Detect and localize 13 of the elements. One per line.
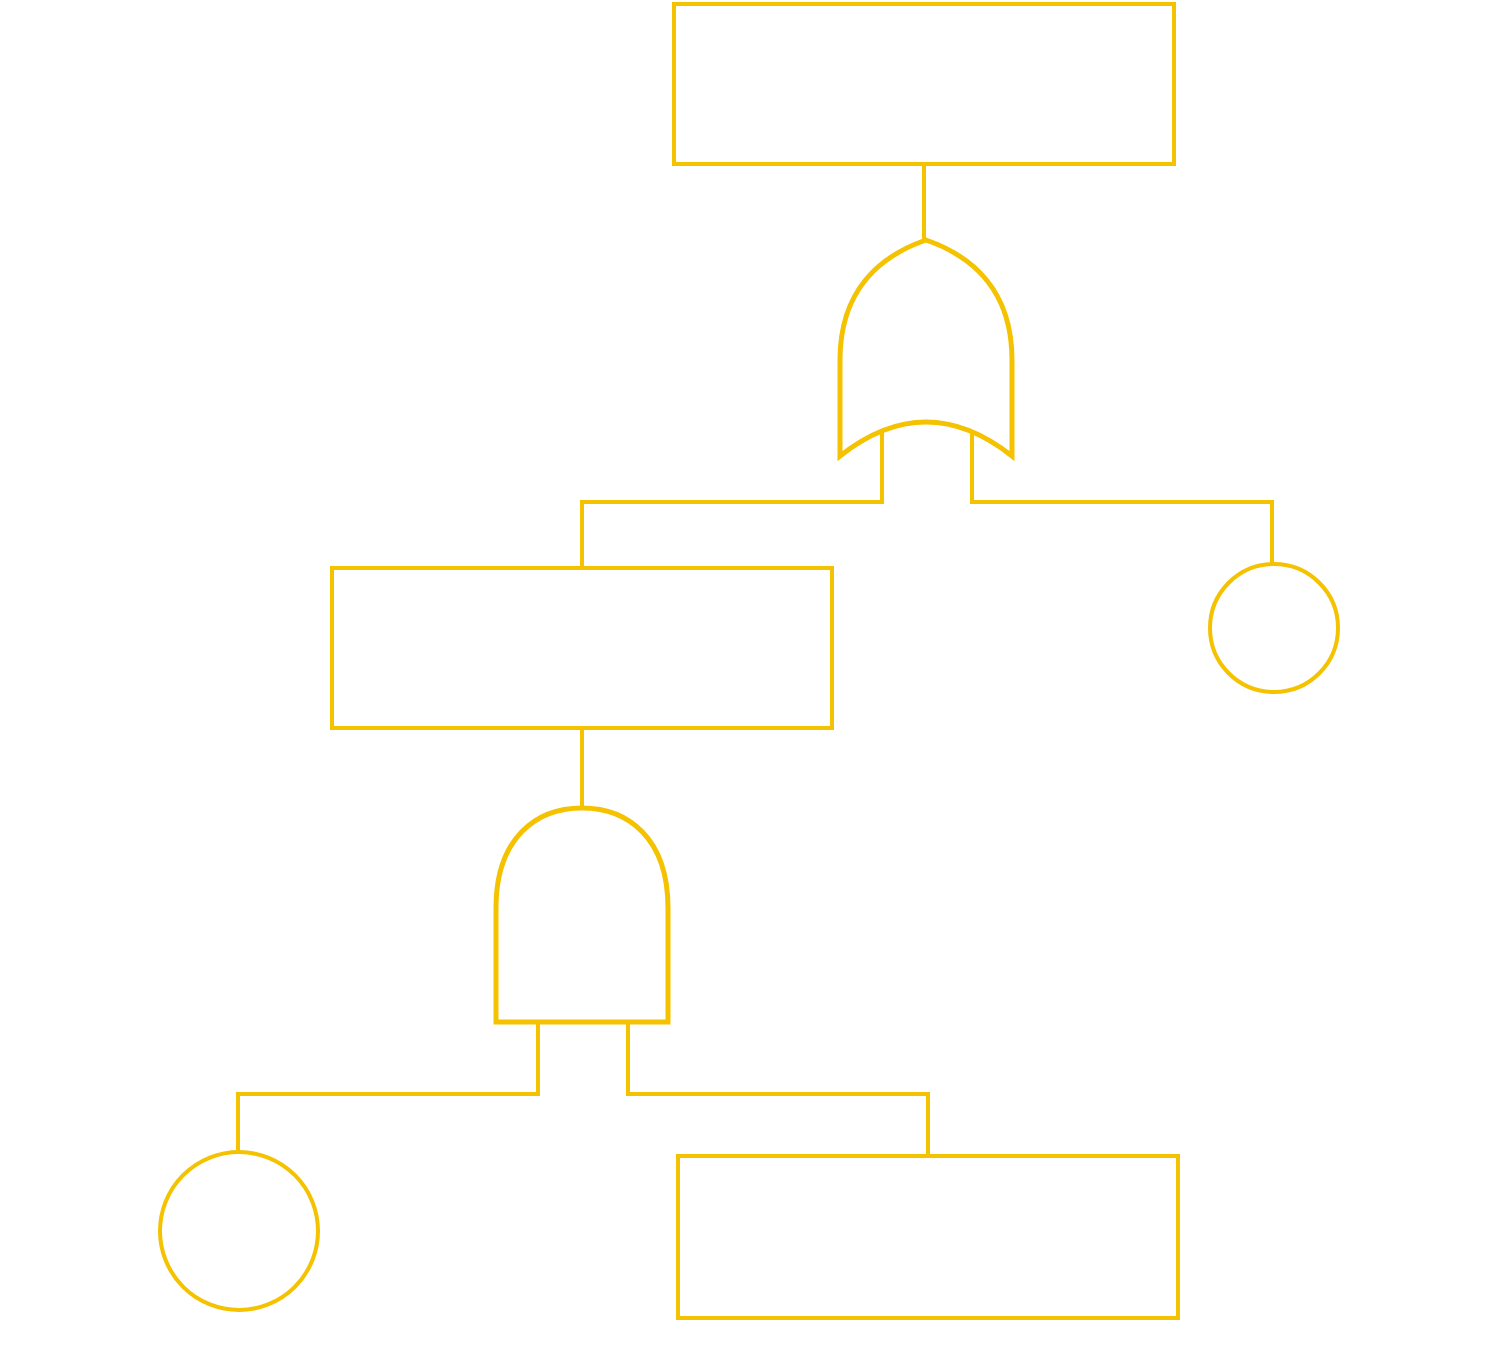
event-box bbox=[330, 566, 834, 730]
connector-line bbox=[236, 1022, 540, 1150]
connector-line bbox=[580, 430, 884, 566]
or-gate-symbol bbox=[840, 240, 1012, 456]
event-box bbox=[672, 2, 1176, 166]
connector-line bbox=[580, 730, 584, 808]
connector-line bbox=[626, 1022, 930, 1154]
connector-line bbox=[970, 430, 1274, 562]
basic-event-circle bbox=[1208, 562, 1340, 694]
connector-line bbox=[922, 166, 926, 240]
and-gate-symbol bbox=[496, 808, 668, 1022]
event-box bbox=[676, 1154, 1180, 1320]
basic-event-circle bbox=[158, 1150, 320, 1312]
